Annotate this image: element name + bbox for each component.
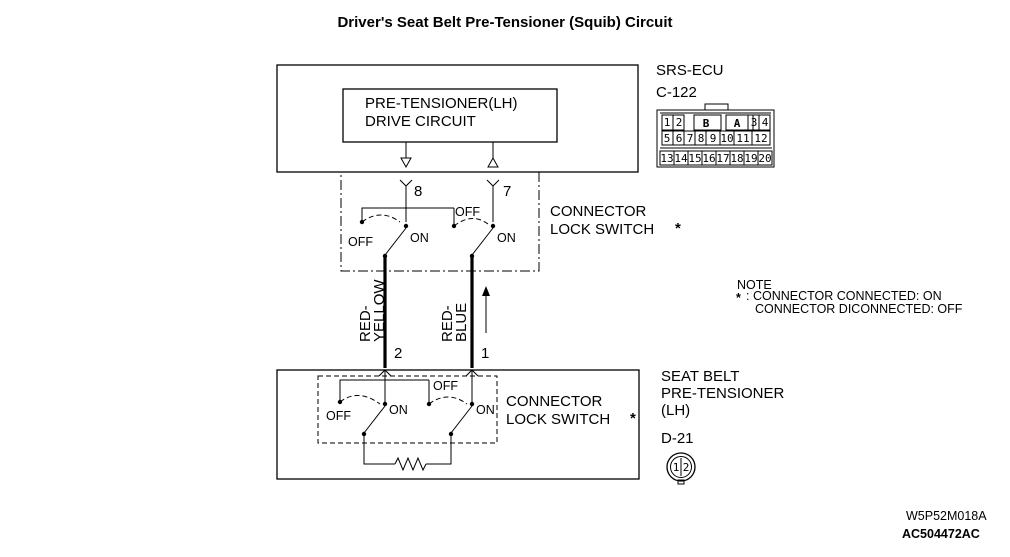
terminal-arrow-up-icon — [487, 156, 499, 168]
srs-ecu-name: SRS-ECU — [656, 62, 724, 79]
c122-pin-label: 17 — [716, 152, 729, 165]
c122-connector-face: 1 2 B A 3 4 5 6 7 8 9 10 11 12 13 14 — [656, 103, 775, 168]
tensioner-name-1: SEAT BELT — [661, 368, 739, 385]
c122-pin-label: 1 — [664, 116, 671, 129]
c122-pin-label: A — [734, 117, 741, 130]
tensioner-switch-on-label: ON — [476, 403, 495, 417]
tensioner-switch-label-2: LOCK SWITCH — [506, 411, 610, 428]
ecu-switch-asterisk: * — [675, 220, 681, 237]
d21-connector-id: D-21 — [661, 430, 694, 447]
c122-connector-id: C-122 — [656, 84, 697, 101]
c122-pin-label: 20 — [758, 152, 771, 165]
current-flow-arrow-icon — [482, 286, 490, 296]
d21-pin-label: 1 — [673, 461, 680, 474]
c122-pin-label: 13 — [660, 152, 673, 165]
squib-resistor-icon — [394, 456, 427, 472]
ecu-lock-switch-box — [340, 171, 540, 272]
tensioner-pin-1: 1 — [481, 345, 489, 362]
diagram-title: Driver's Seat Belt Pre-Tensioner (Squib)… — [337, 14, 672, 31]
tensioner-pin-2: 2 — [394, 345, 402, 362]
wire-color-label: RED- — [439, 305, 456, 342]
wire-color-label: BLUE — [453, 303, 470, 342]
drive-circuit-label-1: PRE-TENSIONER(LH) — [365, 95, 518, 112]
tensioner-name-3: (LH) — [661, 402, 690, 419]
ecu-pin-7: 7 — [503, 183, 511, 200]
harness-wires: RED- YELLOW RED- BLUE 2 1 — [357, 256, 490, 368]
ecu-switch-label-2: LOCK SWITCH — [550, 221, 654, 238]
diagram-code-2: AC504472AC — [902, 527, 980, 541]
diagram-code-1: W5P52M018A — [906, 509, 987, 523]
ecu-connector-lock-switch: 8 7 OFF ON OFF ON CONNECTOR LOCK SWITCH … — [340, 171, 681, 272]
d21-connector-face: 1 2 — [666, 452, 696, 485]
tensioner-switch-label-1: CONNECTOR — [506, 393, 603, 410]
tensioner-lock-switch-box — [317, 375, 498, 444]
c122-pin-label: 8 — [698, 132, 705, 145]
wire-color-label: YELLOW — [371, 279, 388, 342]
ecu-switch-label-1: CONNECTOR — [550, 203, 647, 220]
c122-pin-label: 15 — [688, 152, 701, 165]
note-heading: NOTE — [737, 278, 772, 292]
c122-pin-label: 5 — [664, 132, 671, 145]
c122-pin-label: 9 — [710, 132, 717, 145]
c122-pin-label: 12 — [754, 132, 767, 145]
ecu-pin-8: 8 — [414, 183, 422, 200]
note-line-1: : CONNECTOR CONNECTED: ON — [746, 289, 942, 303]
c122-pin-label: 2 — [676, 116, 683, 129]
tensioner-switch-off-label: OFF — [433, 379, 458, 393]
c122-pin-label: 19 — [744, 152, 757, 165]
c122-pin-label: 7 — [687, 132, 694, 145]
ecu-switch-off-label: OFF — [348, 235, 373, 249]
pin-fork-icon — [399, 179, 413, 187]
note-line-2: CONNECTOR DICONNECTED: OFF — [755, 302, 963, 316]
c122-pin-label: 3 — [751, 116, 758, 129]
c122-pin-label: 11 — [736, 132, 749, 145]
ecu-switch-on-label: ON — [410, 231, 429, 245]
ecu-switch-off-label: OFF — [455, 205, 480, 219]
wire-color-label: RED- — [357, 305, 374, 342]
c122-pin-label: 18 — [730, 152, 743, 165]
seat-belt-pre-tensioner: OFF ON OFF ON CONNECTOR LOCK SWITCH * SE… — [276, 368, 785, 485]
d21-pin-label: 2 — [683, 461, 690, 474]
c122-pin-label: B — [703, 117, 710, 130]
c122-pin-label: 16 — [702, 152, 715, 165]
drive-circuit-label-2: DRIVE CIRCUIT — [365, 113, 476, 130]
tensioner-switch-off-label: OFF — [326, 409, 351, 423]
tensioner-box — [276, 369, 640, 480]
srs-ecu: PRE-TENSIONER(LH) DRIVE CIRCUIT SRS-ECU … — [276, 62, 724, 173]
tensioner-switch-on-label: ON — [389, 403, 408, 417]
pin-fork-icon — [486, 179, 500, 187]
c122-pin-label: 10 — [720, 132, 733, 145]
note-block: NOTE * : CONNECTOR CONNECTED: ON CONNECT… — [736, 278, 963, 316]
ecu-switch-on-label: ON — [497, 231, 516, 245]
terminal-arrow-down-icon — [400, 157, 412, 169]
c122-pin-label: 6 — [676, 132, 683, 145]
drive-circuit-box — [342, 88, 558, 143]
note-asterisk: * — [736, 291, 741, 305]
c122-pin-label: 14 — [674, 152, 688, 165]
tensioner-switch-asterisk: * — [630, 410, 636, 427]
tensioner-name-2: PRE-TENSIONER — [661, 385, 785, 402]
c122-pin-label: 4 — [762, 116, 769, 129]
